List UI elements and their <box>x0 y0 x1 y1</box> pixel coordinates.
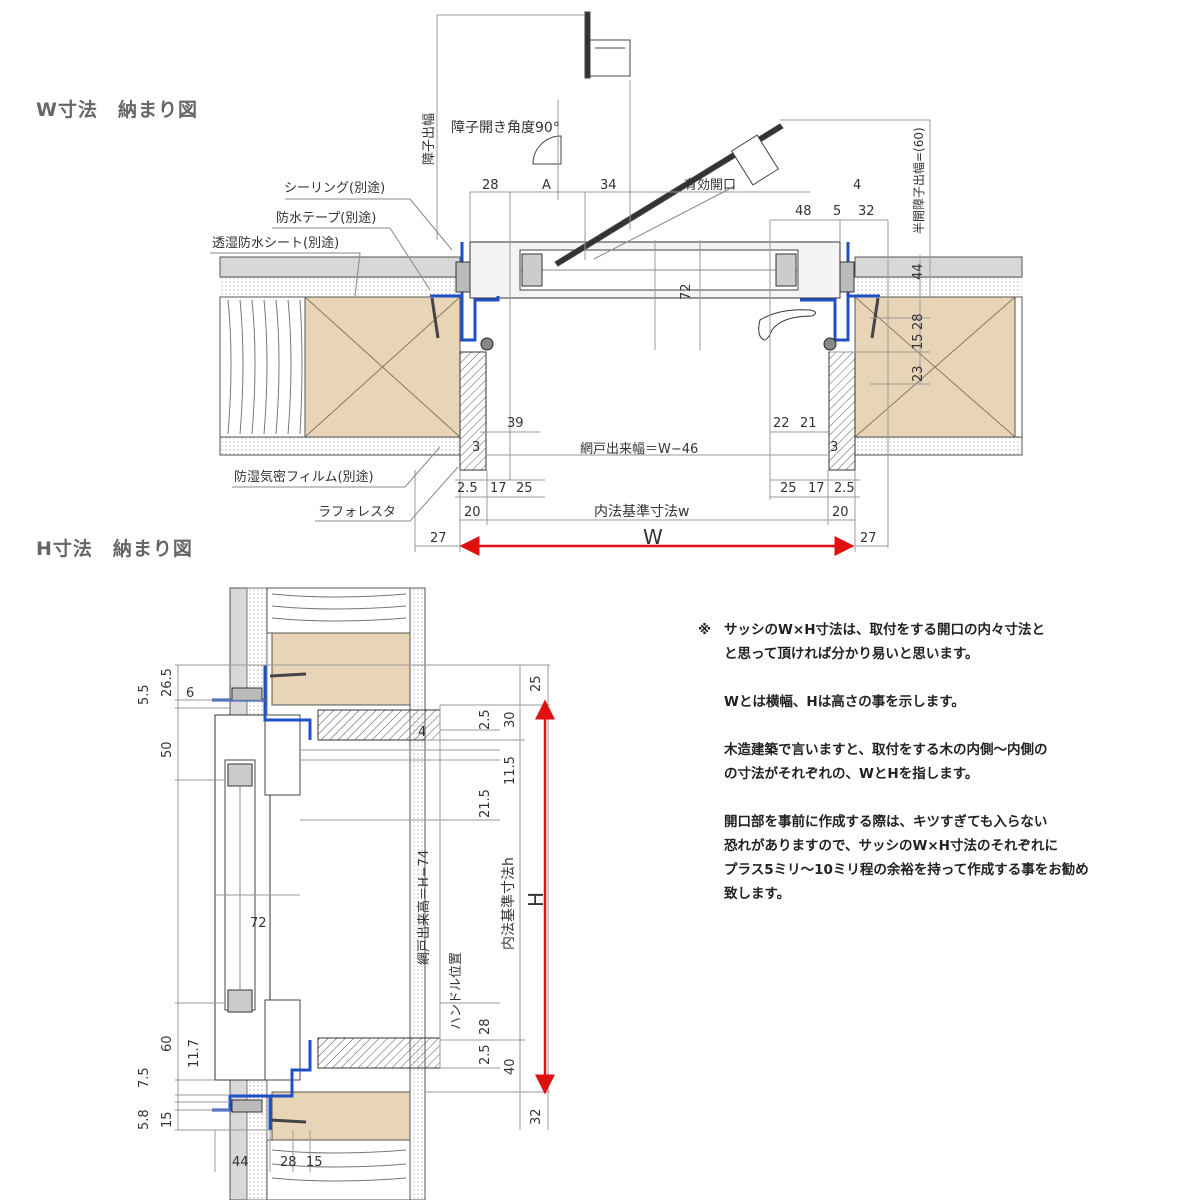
dim-w-34: 34 <box>600 178 617 193</box>
label-opening-angle: 障子開き角度90° <box>451 120 560 136</box>
siding-right <box>854 256 1023 278</box>
dim-h-15: 15 <box>160 1111 175 1128</box>
label-effective-opening: 有効開口 <box>684 178 736 193</box>
dim-w-44: 44 <box>911 263 926 280</box>
dim-w-3-left: 3 <box>472 440 480 455</box>
dim-h-11-7: 11.7 <box>187 1039 202 1068</box>
dim-h-21-5: 21.5 <box>478 789 493 818</box>
note-mark: ※ <box>698 622 712 638</box>
dim-h-28-bottom: 28 <box>280 1155 297 1170</box>
dim-h-6: 6 <box>186 686 194 701</box>
dim-w-2-5-right: 2.5 <box>834 481 855 496</box>
sheathing-left <box>220 277 460 297</box>
dim-w-27-right: 27 <box>860 531 877 546</box>
jamb-trim-left <box>459 351 487 471</box>
insulation-left <box>219 296 306 438</box>
label-H: H <box>524 892 548 907</box>
dim-h-5-5: 5.5 <box>137 684 152 705</box>
callout-sealing: シーリング(別途) <box>284 180 385 196</box>
h-section-title: H寸法 納まり図 <box>36 538 193 560</box>
jamb-trim-right <box>828 351 856 471</box>
label-A: A <box>542 178 551 193</box>
dim-h-11-5: 11.5 <box>503 756 518 785</box>
w-section-title: W寸法 納まり図 <box>36 99 198 121</box>
dim-h-40: 40 <box>503 1058 518 1075</box>
dim-w-20-right: 20 <box>832 505 849 520</box>
siding-left <box>219 256 461 278</box>
explanation-note: ※ サッシのW×H寸法は、取付をする開口の内々寸法と と思って頂ければ分かり易い… <box>698 618 1168 930</box>
dim-w-22: 22 <box>773 416 790 431</box>
dim-w-32: 32 <box>858 204 875 219</box>
callout-laforesta: ラフォレスタ <box>318 505 396 520</box>
dim-w-17-right: 17 <box>808 481 825 496</box>
dim-w-2-5-left: 2.5 <box>457 481 478 496</box>
w-plan-drawing <box>210 11 1023 556</box>
dim-h-30: 30 <box>503 711 518 728</box>
dim-w-5: 5 <box>833 204 841 219</box>
label-screen-width: 網戸出来幅＝W−46 <box>580 442 698 457</box>
dim-h-32: 32 <box>529 1108 544 1125</box>
note-paragraph-2: Wとは横幅、Hは高さの事を示します。 <box>724 694 965 710</box>
dim-w-17-left: 17 <box>490 481 507 496</box>
dim-h-72: 72 <box>250 916 267 931</box>
label-inner-standard-h: 内法基準寸法h <box>500 857 517 950</box>
dim-h-7-5: 7.5 <box>137 1067 152 1088</box>
dim-h-2-5-top: 2.5 <box>478 709 493 730</box>
callout-breathable-sheet: 透湿防水シート(別途) <box>212 235 339 251</box>
dim-h-44: 44 <box>232 1155 249 1170</box>
dim-w-28: 28 <box>482 178 499 193</box>
dim-h-15-bottom: 15 <box>306 1155 323 1170</box>
label-screen-height: 網戸出来高＝H−74 <box>416 850 432 965</box>
callout-waterproof-tape: 防水テープ(別途) <box>276 210 376 226</box>
note-paragraph-3: 木造建築で言いますと、取付をする木の内側～内側の の寸法がそれぞれの、WとHを指… <box>724 742 1048 782</box>
dim-h-5-8: 5.8 <box>137 1109 152 1130</box>
interior-board-right <box>854 436 1023 456</box>
dim-h-4: 4 <box>418 725 426 740</box>
label-W: W <box>643 525 663 549</box>
dim-w-23: 23 <box>911 365 926 382</box>
label-sash-projection: 障子出幅 <box>422 113 437 165</box>
dim-w-48: 48 <box>795 204 812 219</box>
h-section-drawing <box>175 587 555 1200</box>
dim-w-21: 21 <box>800 416 817 431</box>
dim-h-26-5: 26.5 <box>160 668 175 697</box>
note-paragraph-1: サッシのW×H寸法は、取付をする開口の内々寸法と と思って頂ければ分かり易いと思… <box>724 622 1046 662</box>
dim-w-4: 4 <box>853 178 861 193</box>
dim-h-2-5-bottom: 2.5 <box>478 1044 493 1065</box>
dim-w-20-left: 20 <box>464 505 481 520</box>
dim-w-39: 39 <box>507 416 524 431</box>
dim-h-28: 28 <box>478 1018 493 1035</box>
dim-w-3-right: 3 <box>830 440 838 455</box>
interior-board-left <box>219 436 461 456</box>
dim-h-25: 25 <box>529 675 544 692</box>
sheathing-right <box>855 277 1022 297</box>
dim-h-60: 60 <box>160 1035 175 1052</box>
label-half-projection: 半開障子出幅=(60) <box>911 127 926 234</box>
dim-w-27-left: 27 <box>430 531 447 546</box>
callout-vapor-film: 防湿気密フィルム(別途) <box>234 469 374 485</box>
note-paragraph-4: 開口部を事前に作成する際は、キツすぎても入らない 恐れがありますので、サッシのW… <box>724 814 1089 902</box>
dim-w-72: 72 <box>679 283 694 300</box>
label-inner-standard-w: 内法基準寸法w <box>594 503 689 520</box>
dim-h-50: 50 <box>160 741 175 758</box>
label-handle-position: ハンドル位置 <box>449 952 464 1030</box>
dim-w-25-left: 25 <box>516 481 533 496</box>
dim-w-15: 15 <box>911 333 926 350</box>
dim-w-25-right: 25 <box>780 481 797 496</box>
dim-w-28b: 28 <box>911 313 926 330</box>
